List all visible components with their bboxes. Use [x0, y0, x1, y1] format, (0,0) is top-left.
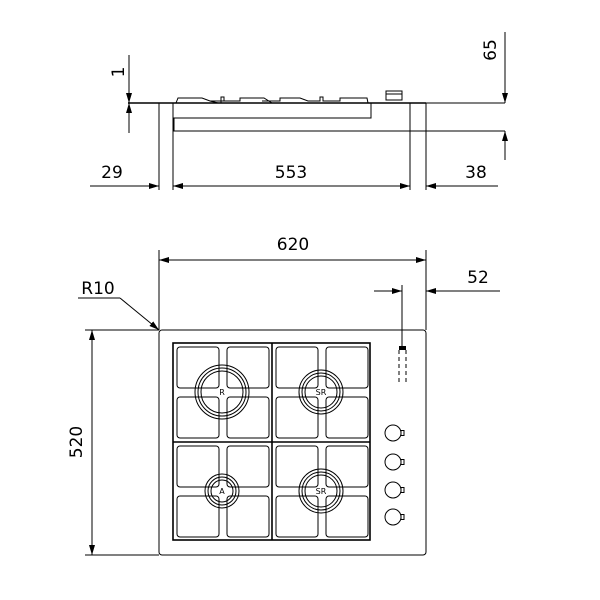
grate-profile: [175, 96, 369, 104]
grate-cells: [176, 346, 369, 538]
burner-ring: [200, 370, 244, 414]
burner: A: [204, 473, 240, 509]
knob-circle[interactable]: [384, 424, 402, 442]
top-view: 620 52 R10 520 R SR A SR: [67, 235, 500, 556]
grate-cell: [176, 495, 220, 538]
dim-depth-520: 520: [67, 426, 87, 458]
knob-tab: [400, 487, 405, 493]
ignition-marker: [399, 346, 406, 350]
control-knob[interactable]: [384, 481, 405, 499]
leader-line: [119, 297, 160, 331]
control-knob[interactable]: [384, 508, 405, 526]
dim-width: 553: [275, 163, 307, 183]
burner-ring: [301, 471, 341, 511]
hob-body: [172, 102, 372, 119]
grate-cell: [226, 396, 270, 439]
grate-cell: [176, 445, 220, 488]
knob-profile: [385, 90, 403, 101]
control-knob[interactable]: [384, 424, 405, 442]
grate-cell: [275, 445, 319, 488]
dim-height: 65: [481, 39, 501, 61]
grate-cell: [226, 495, 270, 538]
burner-label: R: [219, 388, 225, 397]
burner-ring: [204, 473, 240, 509]
burner-ring: [194, 364, 250, 420]
burner: R: [194, 364, 250, 420]
control-knob[interactable]: [384, 453, 405, 471]
burner-ring: [207, 476, 237, 506]
grate-cell: [275, 495, 319, 538]
burner-label: SR: [316, 388, 327, 397]
burner: SR: [298, 369, 344, 415]
knob-circle[interactable]: [384, 508, 402, 526]
burners: R SR A SR: [194, 364, 344, 514]
dim-top-thickness: 1: [109, 67, 129, 78]
knob-circle[interactable]: [384, 481, 402, 499]
burner-ring: [298, 369, 344, 415]
grate-cell: [226, 445, 270, 488]
knob-tab: [400, 514, 405, 520]
burner-label: A: [219, 487, 225, 496]
grate-cell: [176, 346, 220, 389]
knobs: [384, 424, 405, 526]
dim-right: 38: [465, 163, 487, 183]
hob-outline: [158, 329, 427, 556]
grate-cell: [325, 346, 369, 389]
knob-tab: [400, 430, 405, 436]
burner-ring: [210, 479, 234, 503]
grate-cell: [226, 346, 270, 389]
hob-lower-box: [173, 118, 410, 132]
burner-ring: [197, 367, 247, 417]
burner-ring: [304, 474, 338, 508]
grate-cell: [325, 396, 369, 439]
knob-tab: [400, 459, 405, 465]
burner-ring: [304, 375, 338, 409]
grate-cell: [275, 346, 319, 389]
dim-radius: R10: [81, 279, 114, 299]
grate-cell: [325, 495, 369, 538]
grate-cell: [176, 396, 220, 439]
burner-label: SR: [316, 487, 327, 496]
knob-circle[interactable]: [384, 453, 402, 471]
burner: SR: [298, 468, 344, 514]
dim-width-620: 620: [277, 235, 309, 255]
grate-cell: [325, 445, 369, 488]
dim-offset-52: 52: [467, 268, 489, 288]
burner-ring: [298, 468, 344, 514]
side-view: 1 65 29 553 38: [90, 32, 508, 190]
grate-cell: [275, 396, 319, 439]
burner-ring: [301, 372, 341, 412]
dim-left: 29: [101, 163, 123, 183]
